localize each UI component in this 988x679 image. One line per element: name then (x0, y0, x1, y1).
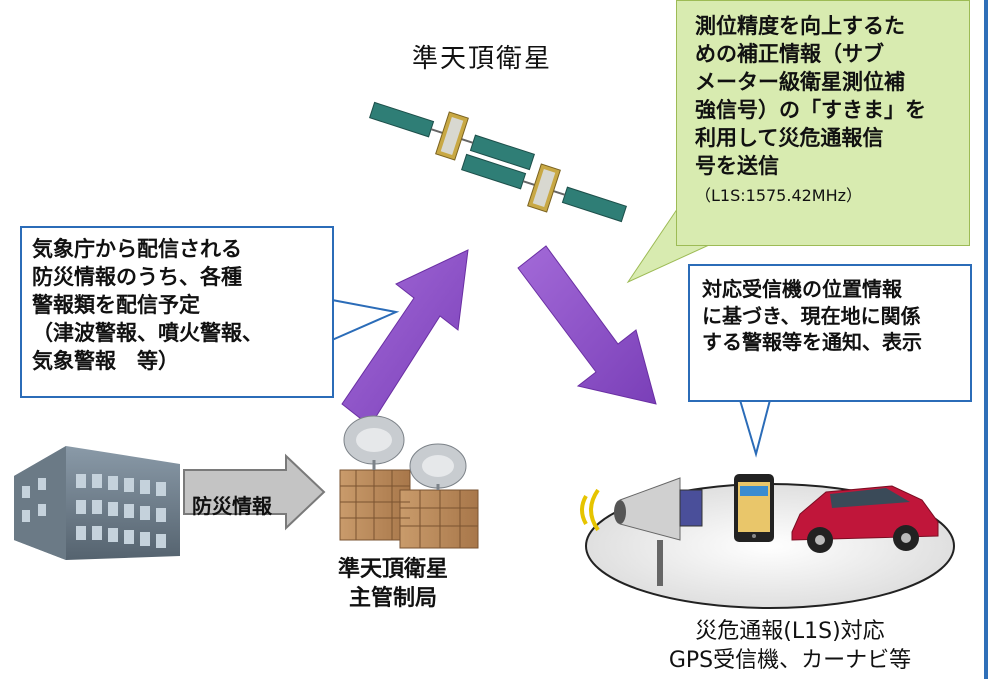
callout-line: 気象庁から配信される (32, 237, 242, 261)
callout-line: 利用して災危通報信 (695, 125, 884, 150)
receiver-line: 災危通報(L1S)対応 (695, 619, 885, 644)
receiver-label: 災危通報(L1S)対応 GPS受信機、カーナビ等 (640, 618, 940, 675)
callout-line: 測位精度を向上するた (695, 14, 905, 38)
loudspeaker-icon (580, 477, 703, 586)
control-station-icon (339, 415, 479, 549)
callout-line: 号を送信 (695, 153, 779, 178)
station-line: 準天頂衛星 (337, 557, 448, 582)
jma-info-callout: 気象庁から配信される 防災情報のうち、各種 警報類を配信予定 （津波警報、噴火警… (20, 226, 334, 398)
uplink-arrow (341, 249, 469, 427)
correction-signal-callout: 測位精度を向上するた めの補正情報（サブ メーター級衛星測位補 強信号）の「すき… (676, 0, 970, 246)
car-icon (791, 485, 939, 553)
smartphone-icon (734, 474, 774, 542)
satellite-title: 準天頂衛星 (412, 44, 553, 74)
callout-line: （津波警報、噴火警報、 (32, 320, 263, 345)
callout-pointer-right (738, 399, 772, 458)
satellite-icon (369, 101, 535, 171)
callout-line: する警報等を通知、表示 (702, 330, 922, 355)
control-station-label: 準天頂衛星 主管制局 (318, 556, 468, 613)
receiver-callout: 対応受信機の位置情報 に基づき、現在地に関係 する警報等を通知、表示 (688, 264, 972, 402)
frequency-label: （L1S:1575.42MHz） (695, 185, 863, 205)
flow-arrow (183, 453, 326, 531)
callout-line: 警報類を配信予定 (32, 292, 200, 317)
callout-line: めの補正情報（サブ (695, 41, 884, 66)
building-icon (14, 446, 180, 560)
station-line: 主管制局 (348, 585, 437, 611)
downlink-arrow (517, 245, 657, 405)
satellite-icon (461, 153, 627, 223)
callout-line: 気象警報 等） (32, 348, 179, 373)
callout-line: メーター級衛星測位補 (695, 69, 905, 94)
callout-line: 防災情報のうち、各種 (32, 264, 242, 289)
callout-line: に基づき、現在地に関係 (702, 303, 921, 328)
flow-arrow-label: 防災情報 (192, 494, 272, 518)
frame-border (984, 0, 988, 679)
callout-line: 強信号）の「すきま」を (695, 97, 926, 122)
callout-line: 対応受信機の位置情報 (702, 277, 902, 301)
receiver-line: GPS受信機、カーナビ等 (668, 647, 912, 673)
callout-pointer-left (331, 298, 400, 342)
